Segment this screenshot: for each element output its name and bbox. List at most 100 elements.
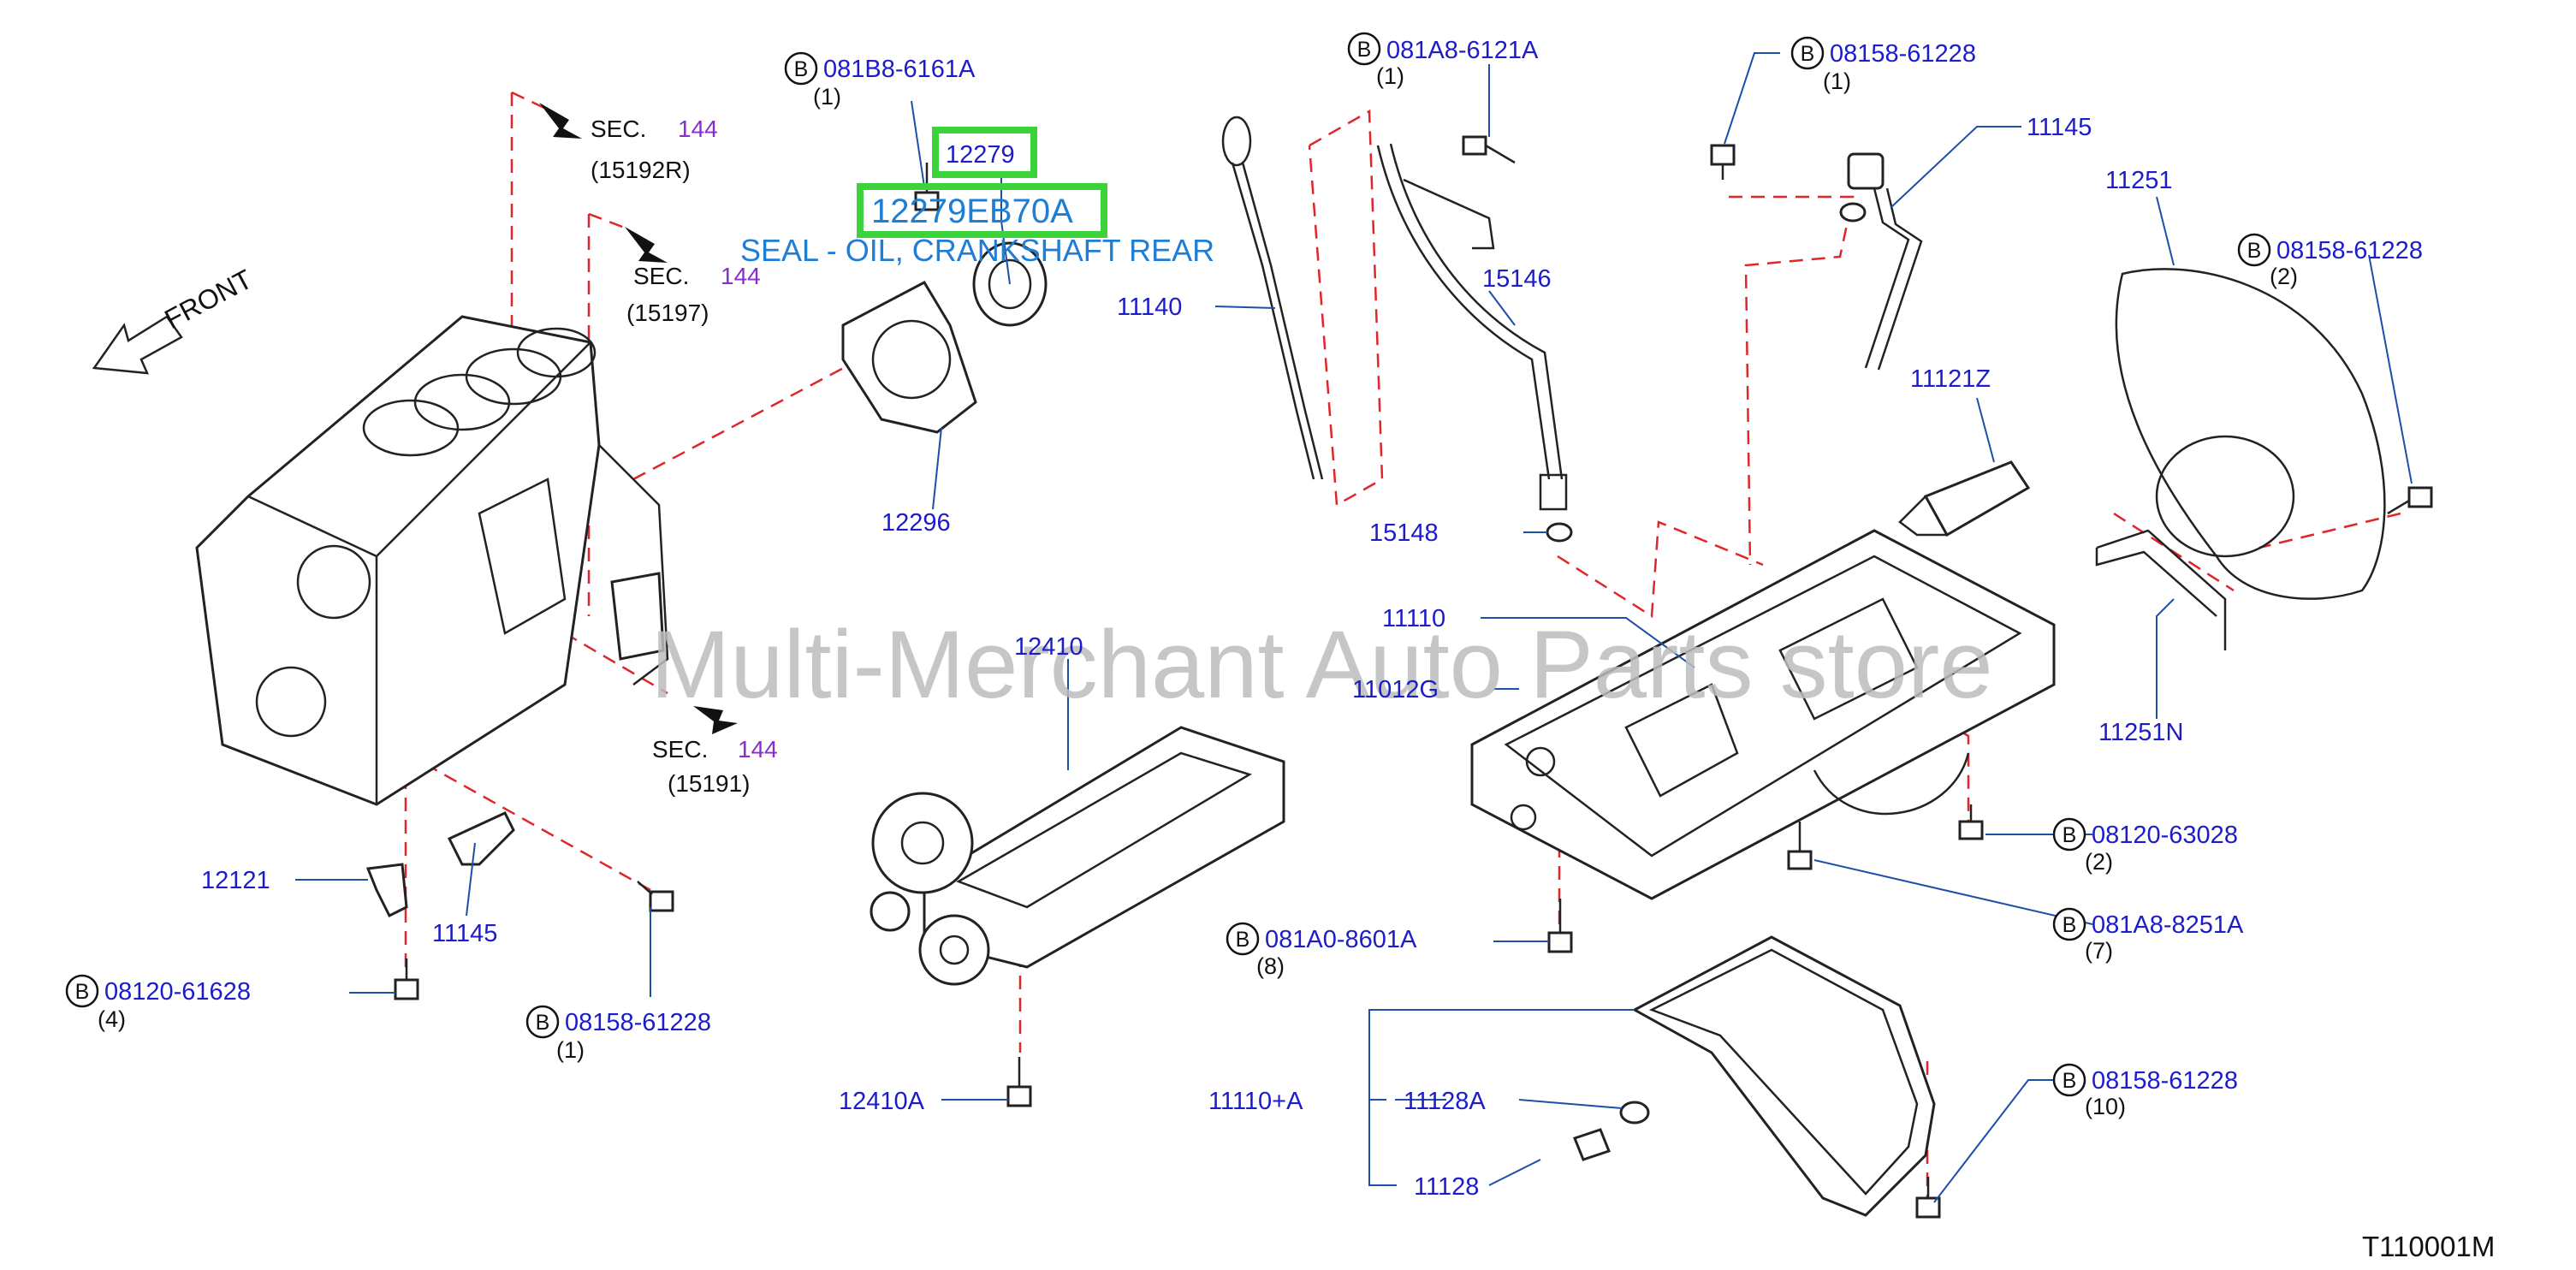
- sec-arrow-icon: [625, 227, 668, 263]
- section-ref: (15197): [626, 300, 709, 326]
- bolt-marker-icon: [2052, 907, 2086, 941]
- bolt-quantity: (1): [1823, 68, 1851, 94]
- bolt-marker-icon: [65, 974, 99, 1008]
- bolt-icon: [394, 958, 419, 1000]
- bolt-part-number[interactable]: 08158-61228: [1830, 40, 1976, 68]
- bolt-callout[interactable]: B 081A0-8601A (8): [1226, 922, 1417, 979]
- bolt-callout[interactable]: B 08158-61228 (1): [525, 1005, 711, 1063]
- bolt-icon: [1915, 1177, 1941, 1219]
- bolt-marker-icon: [525, 1005, 560, 1039]
- bolt-marker-icon: [1226, 922, 1260, 956]
- bolt-part-number[interactable]: 081A0-8601A: [1265, 926, 1417, 953]
- svg-text:B: B: [75, 980, 90, 1004]
- part-callout[interactable]: 15146: [1482, 265, 1552, 293]
- front-label: FRONT: [159, 264, 257, 335]
- highlighted-part-description: SEAL - OIL, CRANKSHAFT REAR: [740, 233, 1214, 268]
- bolt-quantity: (4): [98, 1006, 126, 1032]
- dipstick: [1221, 116, 1324, 480]
- part-callout[interactable]: 11251N: [2098, 719, 2183, 746]
- bolt-part-number[interactable]: 081B8-6161A: [823, 56, 976, 83]
- bolt-marker-icon: [1347, 32, 1381, 66]
- part-callout[interactable]: 11121Z: [1910, 365, 1991, 393]
- bolt-quantity: (1): [813, 84, 841, 110]
- oil-pump-assembly: [870, 726, 1285, 986]
- section-number-link[interactable]: 144: [721, 263, 761, 289]
- svg-text:B: B: [2063, 823, 2077, 847]
- part-callout[interactable]: 12121: [201, 867, 270, 894]
- part-callout[interactable]: 11251: [2105, 167, 2173, 194]
- part-callout[interactable]: 15148: [1369, 519, 1439, 547]
- bolt-callout[interactable]: B 081A8-8251A (7): [2052, 907, 2244, 964]
- rear-plate: [2095, 268, 2386, 650]
- bolt-part-number[interactable]: 08158-61228: [565, 1009, 711, 1036]
- bolt-icon: [1710, 144, 1736, 180]
- part-callout[interactable]: 11128A: [1404, 1088, 1486, 1115]
- bolt-part-number[interactable]: 08158-61228: [2092, 1067, 2238, 1095]
- part-callout[interactable]: 11145: [2027, 114, 2092, 141]
- sec-arrow-icon: [539, 103, 582, 139]
- bolt-callout[interactable]: B 081B8-6161A (1): [784, 51, 976, 110]
- bolt-marker-icon: [2052, 1063, 2086, 1097]
- part-callout[interactable]: 11110: [1382, 605, 1445, 632]
- section-number-link[interactable]: 144: [738, 736, 778, 763]
- svg-text:B: B: [2063, 1069, 2077, 1093]
- highlight-box: [932, 127, 1037, 178]
- bolt-callout[interactable]: B 08158-61228 (1): [1790, 36, 1976, 94]
- bolt-icon: [2387, 486, 2433, 515]
- part-callout[interactable]: 12296: [881, 509, 951, 537]
- bolt-callout[interactable]: B 08158-61228 (10): [2052, 1063, 2238, 1119]
- oil-pan-upper: [1470, 529, 2056, 900]
- highlighted-part-number[interactable]: 12279EB70A: [871, 193, 1073, 230]
- bolt-part-number[interactable]: 08120-63028: [2092, 822, 2238, 849]
- bolt-icon: [1958, 804, 1984, 840]
- bolt-part-number[interactable]: 081A8-8251A: [2092, 911, 2244, 939]
- bolt-icon: [1462, 135, 1516, 164]
- oil-strainer-tube: [1839, 152, 1923, 371]
- svg-text:B: B: [1801, 42, 1815, 66]
- bolt-icon: [1006, 1057, 1032, 1107]
- bolt-icons: [394, 135, 2433, 1219]
- watermark: Multi-Merchant Auto Parts store: [650, 611, 1993, 718]
- front-arrow: FRONT: [92, 264, 258, 375]
- part-callout[interactable]: 11012G: [1352, 676, 1439, 703]
- bolt-marker-icon: [2052, 817, 2086, 852]
- seal-retainer: [841, 241, 1048, 434]
- section-number-link[interactable]: 144: [678, 116, 718, 142]
- section-label: SEC.: [633, 263, 689, 289]
- leader-lines: [295, 52, 2413, 1203]
- bolt-quantity: (10): [2085, 1094, 2126, 1119]
- section-label: SEC.: [591, 116, 646, 142]
- part-callout[interactable]: 11140: [1117, 294, 1182, 321]
- bolt-part-number[interactable]: 08158-61228: [2276, 237, 2423, 264]
- svg-text:B: B: [2063, 913, 2077, 937]
- section-ref: (15192R): [591, 157, 691, 183]
- bolt-quantity: (2): [2085, 849, 2113, 875]
- bolt-quantity: (1): [1376, 63, 1404, 89]
- svg-text:B: B: [2247, 239, 2262, 263]
- dipstick-tube: [1376, 143, 1573, 543]
- sealant-tube: [1898, 460, 2031, 537]
- part-callout[interactable]: 12410: [1014, 633, 1083, 661]
- oil-pan-lower: [1573, 935, 1936, 1217]
- bolt-marker-icon: [1790, 36, 1825, 70]
- part-callout[interactable]: 11128: [1414, 1173, 1479, 1201]
- bolt-marker-icon: [2237, 233, 2271, 267]
- diagram-code: T110001M: [2362, 1231, 2495, 1262]
- bolt-quantity: (7): [2085, 938, 2113, 964]
- bolt-callout[interactable]: B 08120-63028 (2): [2052, 817, 2238, 875]
- bolt-part-number[interactable]: 081A8-6121A: [1386, 37, 1539, 64]
- part-callout-12279[interactable]: 12279: [946, 141, 1015, 169]
- bolt-quantity: (8): [1256, 953, 1285, 979]
- bolt-callout[interactable]: B 08158-61228 (2): [2237, 233, 2423, 289]
- part-callout[interactable]: 11145: [432, 920, 497, 947]
- bolt-icon: [1787, 822, 1813, 870]
- part-callout[interactable]: 11110+A: [1208, 1088, 1303, 1115]
- bolt-callout[interactable]: B 08120-61628 (4): [65, 974, 251, 1032]
- bolt-part-number[interactable]: 08120-61628: [104, 978, 251, 1006]
- part-callout[interactable]: 12410A: [839, 1088, 925, 1115]
- bolt-callout[interactable]: B 081A8-6121A (1): [1347, 32, 1539, 89]
- bracket-12121: [365, 863, 408, 918]
- svg-text:B: B: [794, 57, 809, 81]
- bolt-icon: [1547, 899, 1573, 953]
